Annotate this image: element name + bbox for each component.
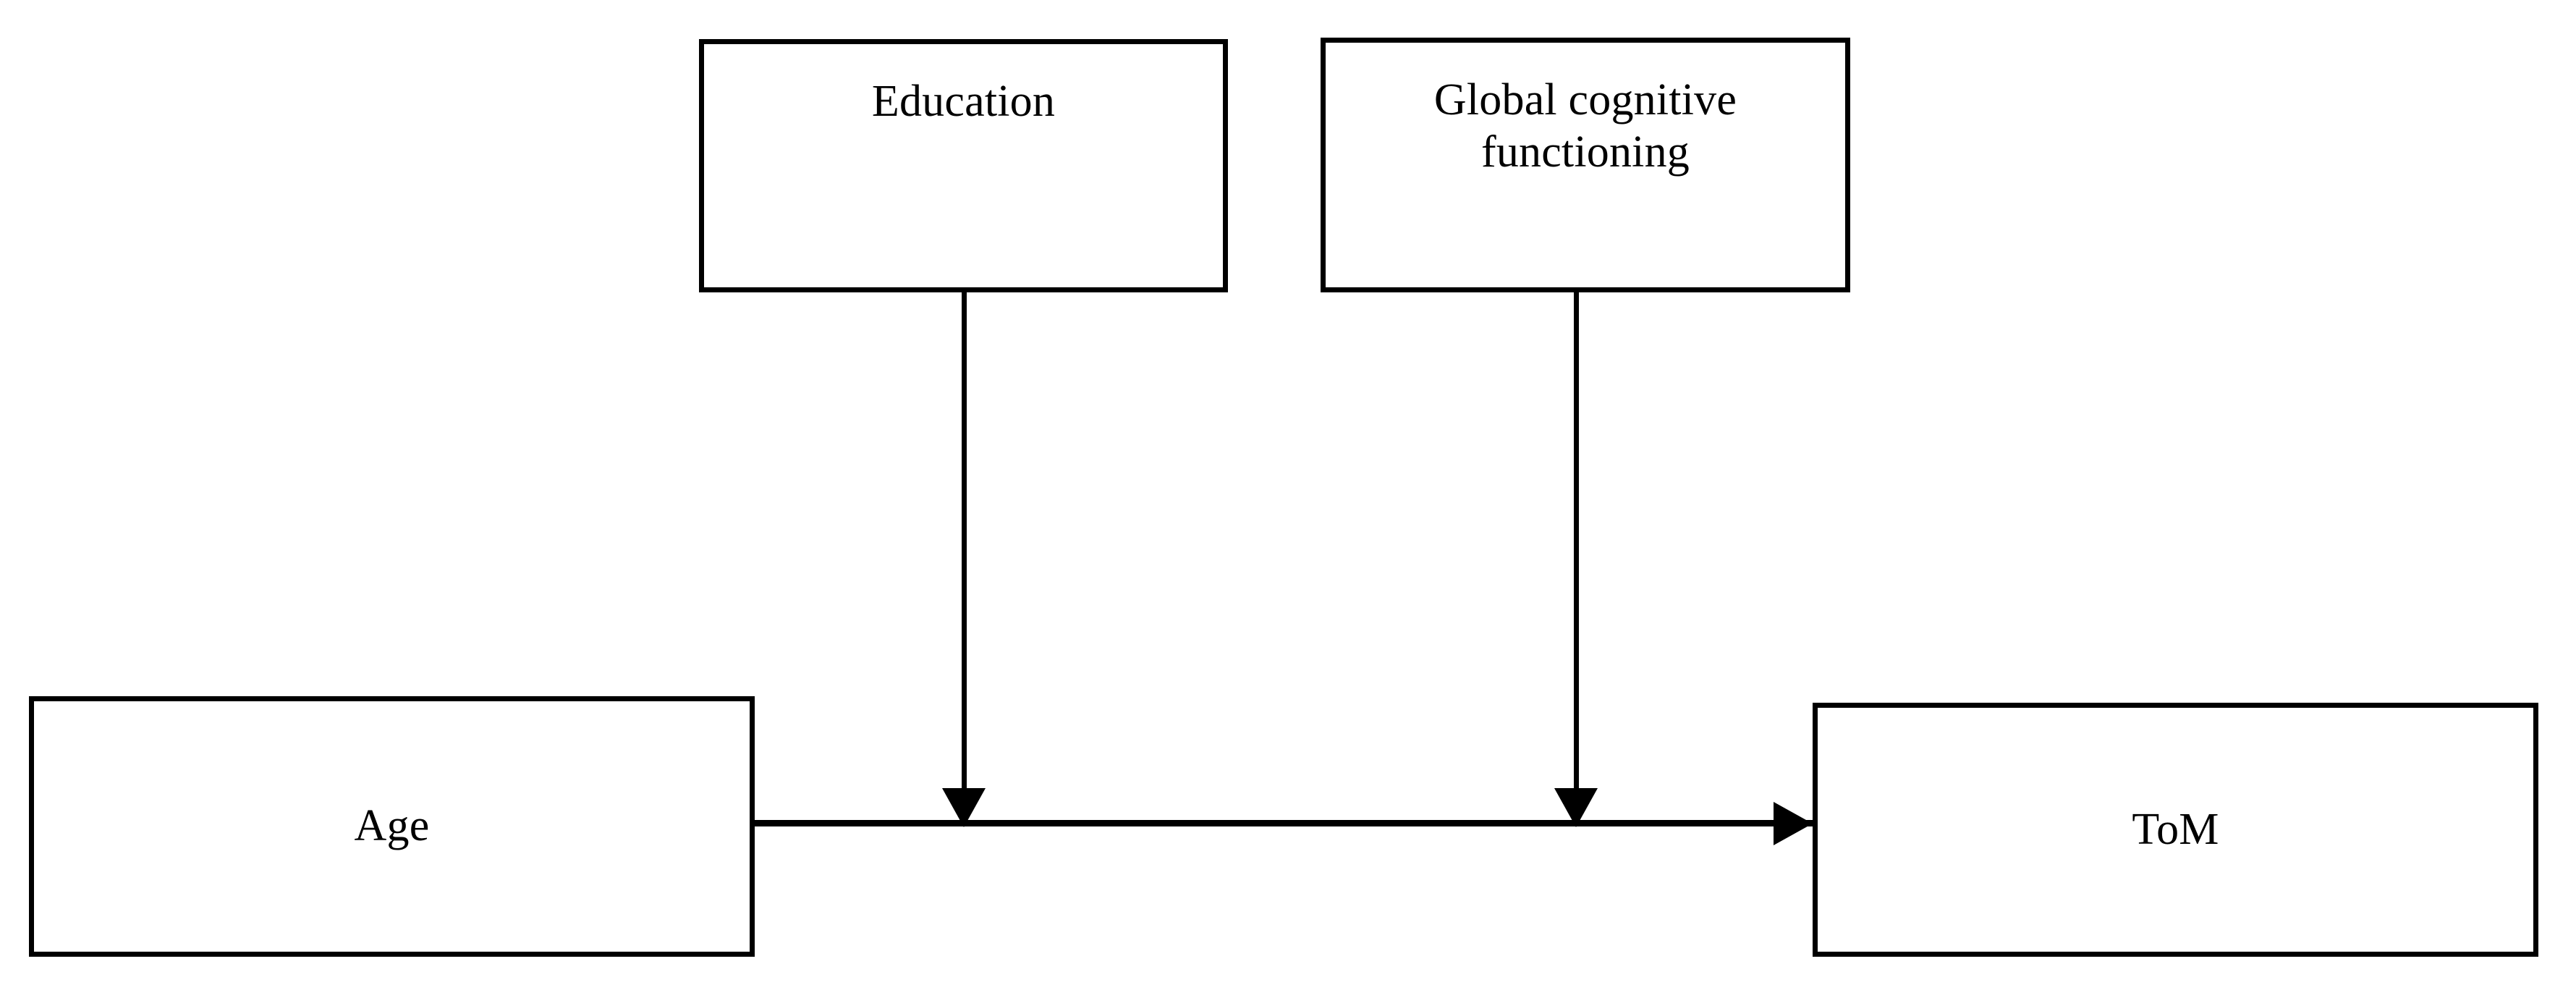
node-education-label: Education bbox=[871, 77, 1056, 126]
node-age-label: Age bbox=[354, 801, 430, 851]
arrow-right-icon bbox=[1774, 802, 1813, 845]
node-tom-label: ToM bbox=[2132, 804, 2219, 854]
arrow-down-icon bbox=[1554, 788, 1598, 827]
node-age[interactable]: Age bbox=[29, 696, 755, 957]
arrow-down-icon bbox=[942, 788, 986, 827]
node-tom[interactable]: ToM bbox=[1813, 703, 2538, 957]
node-global-cognitive-functioning[interactable]: Global cognitive functioning bbox=[1321, 38, 1850, 292]
node-global-cognitive-functioning-label: Global cognitive functioning bbox=[1433, 75, 1737, 177]
edge-education-to-path-line bbox=[962, 292, 967, 792]
edge-age-to-tom-line bbox=[755, 820, 1813, 826]
node-education[interactable]: Education bbox=[699, 39, 1228, 292]
edge-global-cognitive-to-path-line bbox=[1574, 292, 1579, 792]
